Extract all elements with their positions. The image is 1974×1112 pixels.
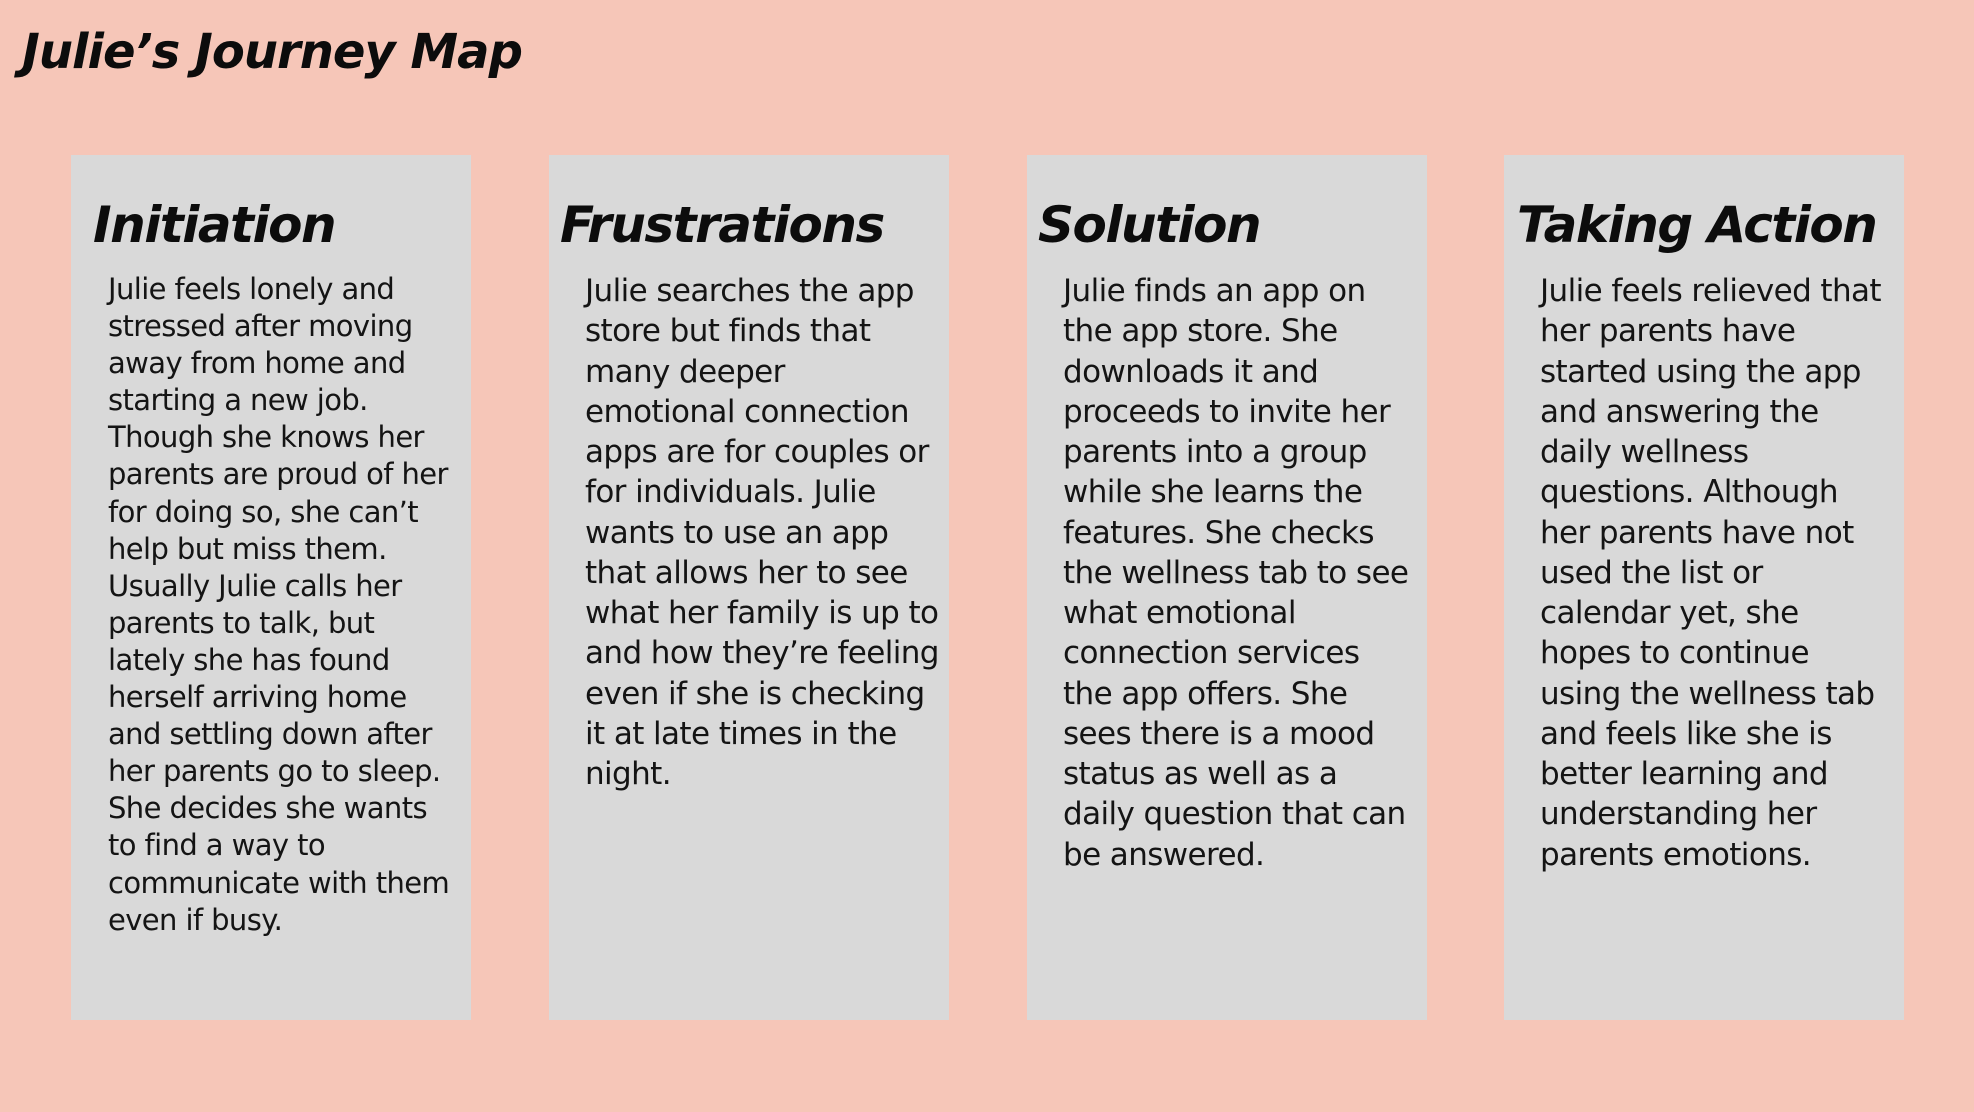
stage-heading: Taking Action — [1517, 196, 1878, 254]
stage-card-solution: Solution Julie finds an app on the app s… — [1027, 155, 1427, 1020]
page-title: Julie’s Journey Map — [22, 24, 523, 80]
stage-card-initiation: Initiation Julie feels lonely and stress… — [71, 155, 471, 1020]
stage-heading: Initiation — [93, 196, 337, 254]
stage-card-taking-action: Taking Action Julie feels relieved that … — [1504, 155, 1904, 1020]
stage-description: Julie searches the app store but finds t… — [585, 273, 939, 792]
stage-card-frustrations: Frustrations Julie searches the app stor… — [549, 155, 949, 1020]
stage-heading: Frustrations — [560, 196, 885, 254]
stage-description: Julie feels lonely and stressed after mo… — [108, 272, 450, 937]
stage-heading: Solution — [1038, 196, 1262, 254]
stage-description: Julie feels relieved that her parents ha… — [1540, 273, 1882, 873]
stage-description: Julie finds an app on the app store. She… — [1063, 273, 1409, 873]
